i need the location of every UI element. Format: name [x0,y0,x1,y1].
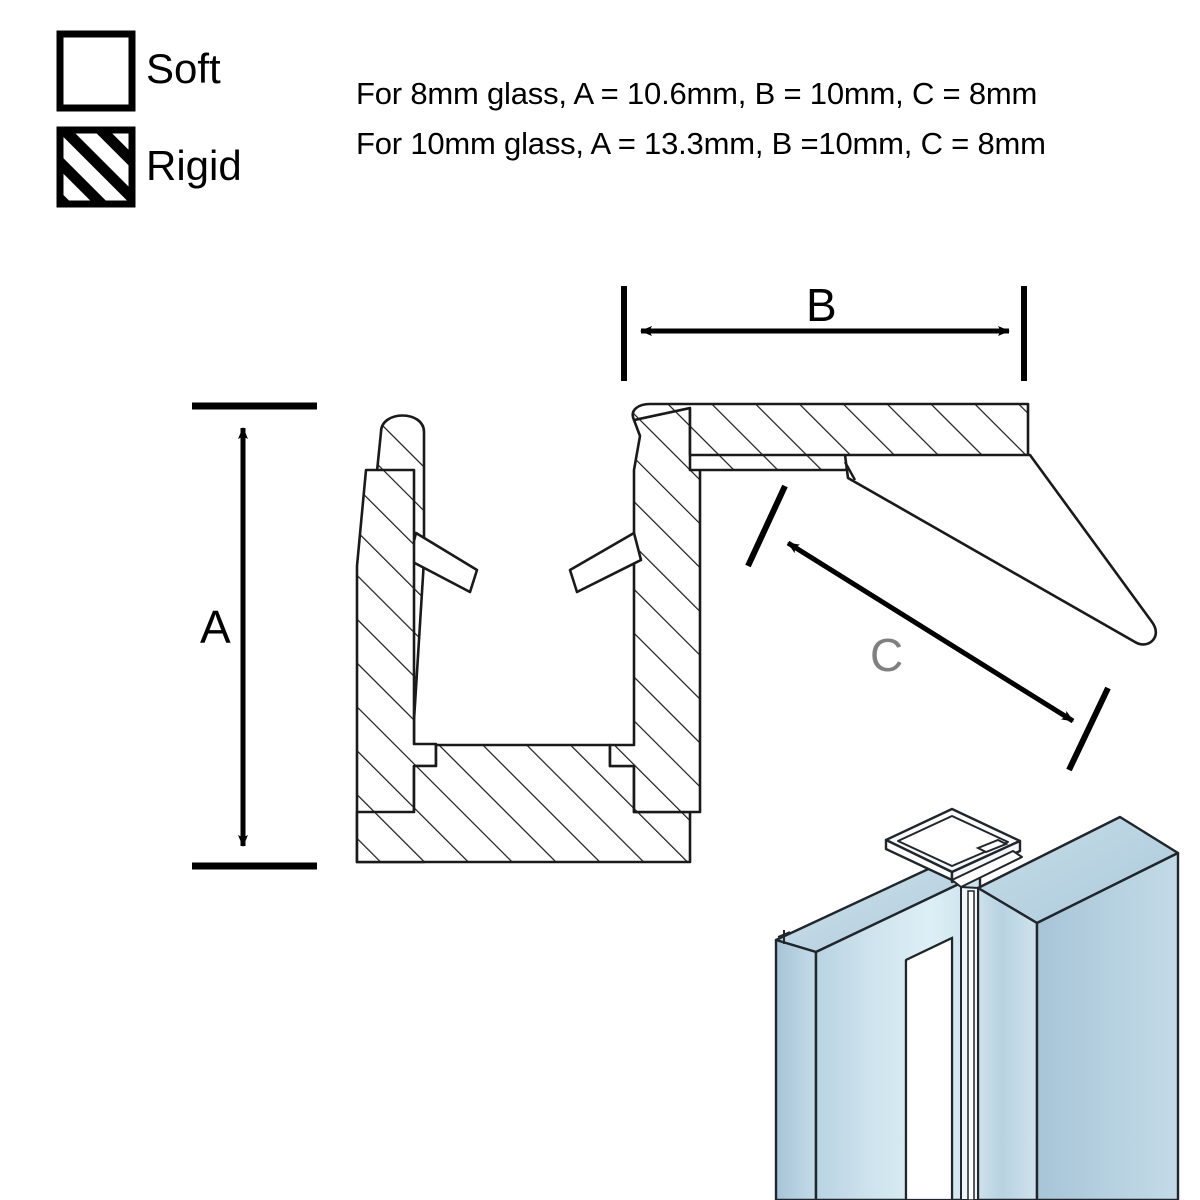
legend-label-rigid: Rigid [146,142,242,189]
profile-top-arm [631,402,1030,472]
spec-line-8mm: For 8mm glass, A = 10.6mm, B = 10mm, C =… [356,76,1038,111]
iso-seal-blade-upper [951,850,1023,888]
iso-left-panel-side [774,938,818,1200]
iso-seal-cap-inner-slot [897,815,1009,867]
profile-right-fin [568,531,643,594]
seal-profile-cross-section [355,402,1158,864]
iso-seal-cap-notch [975,838,1009,854]
dimension-label-c: C [870,629,904,681]
iso-left-panel-inner-face [904,936,954,1200]
profile-blade-split [843,461,857,481]
dimension-b [621,286,1027,381]
profile-soft-blade [843,453,1158,646]
iso-right-panel-front [976,886,1039,1200]
iso-left-corner-mark [777,930,791,944]
c-dimension-arrow [786,540,1075,724]
iso-right-panel-side [1035,851,1180,1200]
soft-swatch-icon [56,30,136,112]
iso-seal-blade-thin [967,890,975,1200]
spec-line-10mm: For 10mm glass, A = 13.3mm, B =10mm, C =… [356,126,1046,161]
c-extension-tick-lower [1066,686,1111,772]
dimension-c [745,484,1111,772]
glass-corner-isometric-view [774,807,1180,1200]
dimension-a [192,402,317,870]
legend-swatches [56,30,136,208]
dimension-label-a: A [200,601,231,653]
dimension-label-b: B [806,279,837,331]
profile-right-wall [608,406,702,814]
rigid-swatch-icon [56,126,136,208]
legend-label-soft: Soft [146,45,221,92]
c-extension-tick-upper [745,484,788,568]
